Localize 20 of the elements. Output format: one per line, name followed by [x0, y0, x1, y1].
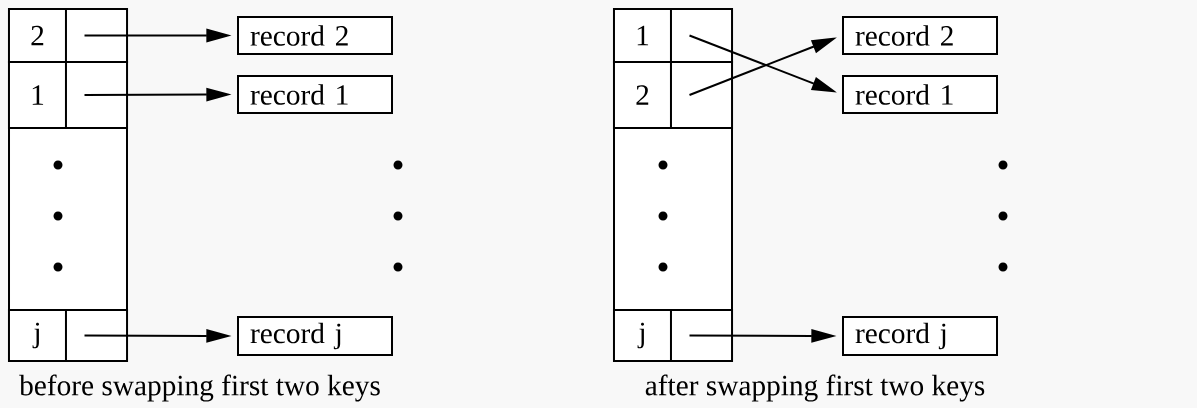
record-box: record 1: [237, 74, 393, 115]
record-box: record 1: [842, 74, 998, 115]
pointer-cell: [64, 309, 129, 362]
key-cell: 1: [7, 61, 68, 129]
key-cell: 2: [612, 61, 673, 129]
pointer-cell: [64, 61, 129, 129]
record-box: record j: [842, 316, 998, 356]
pointer-cell: [669, 7, 734, 64]
caption: before swapping first two keys: [19, 374, 380, 402]
record-box: record 2: [842, 15, 998, 56]
key-cell: 2: [7, 7, 68, 64]
caption: after swapping first two keys: [645, 374, 985, 402]
pointer-cell: [669, 309, 734, 362]
record-box: record j: [237, 316, 393, 356]
pointer-cell: [669, 61, 734, 129]
key-cell: j: [7, 309, 68, 362]
key-cell: j: [612, 309, 673, 362]
record-box: record 2: [237, 15, 393, 56]
pointer-cell: [64, 7, 129, 64]
key-cell: 1: [612, 7, 673, 64]
